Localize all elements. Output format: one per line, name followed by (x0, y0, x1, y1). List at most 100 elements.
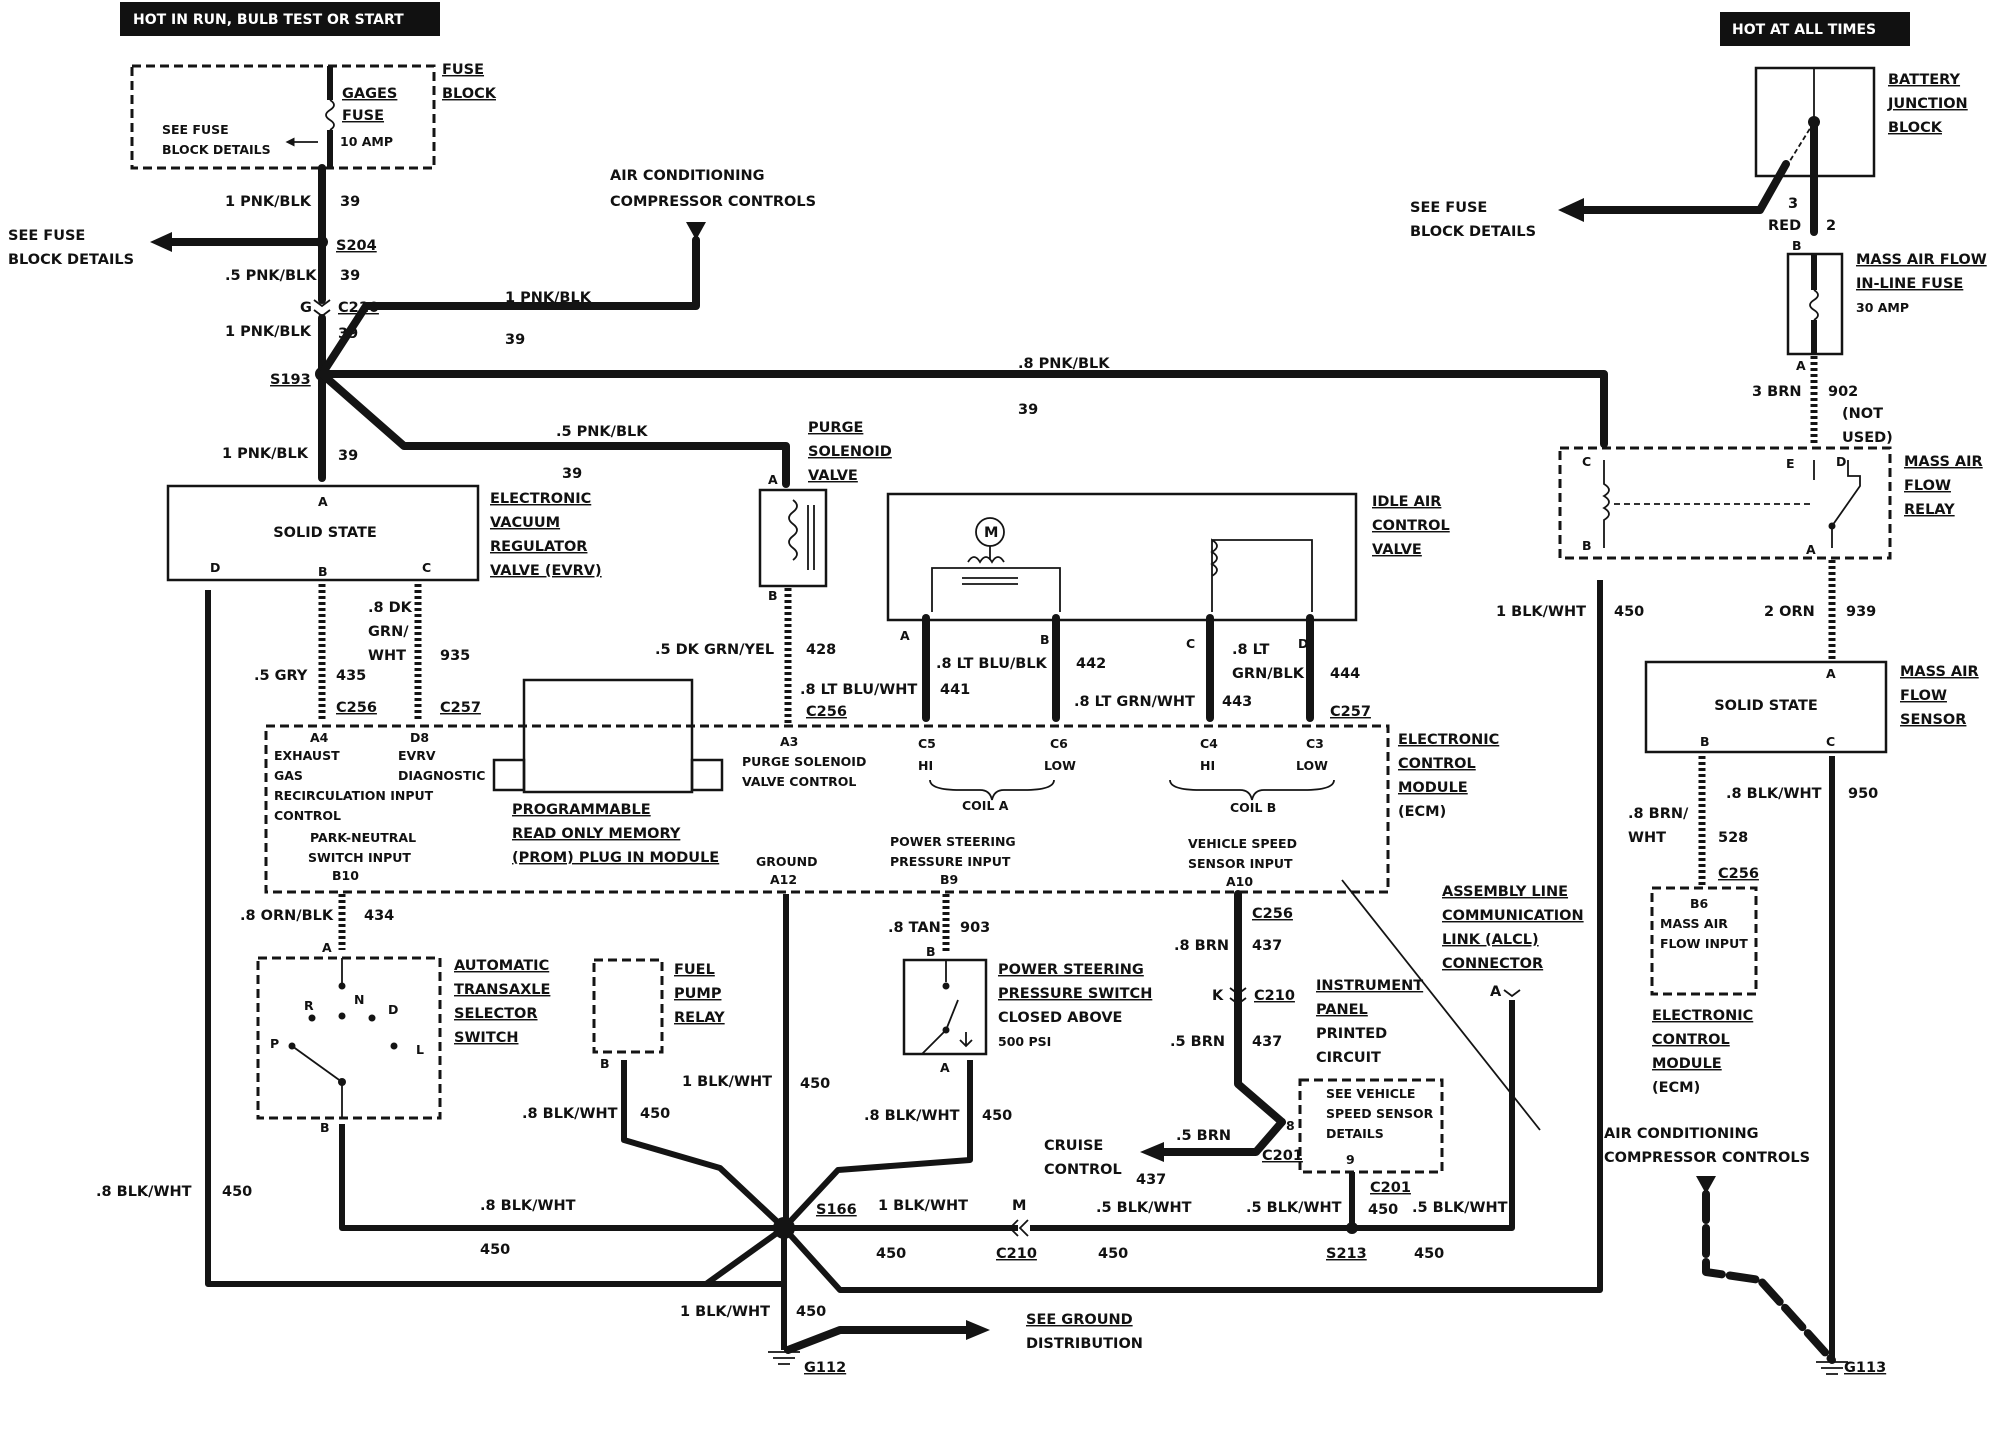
ecm-pin-b10: B10 (332, 868, 359, 883)
wire-4-label: 1 PNK/BLK (222, 446, 309, 462)
left-see-fuse-1: SEE FUSE (8, 228, 85, 244)
ecm-coil-a: COIL A (962, 798, 1009, 813)
ecm-pin-c6: C6 (1050, 736, 1068, 751)
ecm-pin-c3: C3 (1306, 736, 1324, 751)
fuel-title-1: FUEL (674, 962, 715, 978)
trans-pos-r: R (304, 998, 314, 1013)
purge-feed-wire: .5 PNK/BLK (556, 424, 648, 440)
mafs-wire-b-2: WHT (1628, 830, 1666, 846)
ground-g112: G112 (804, 1360, 846, 1376)
evrv-circuit-b: 435 (336, 668, 366, 684)
pin-g: G (300, 300, 312, 316)
gnd-bottom-wire: 1 BLK/WHT (680, 1304, 770, 1320)
fuse-name-1: GAGES (342, 86, 397, 102)
mafs-wire-c: .8 BLK/WHT (1726, 786, 1822, 802)
gnd-alcl-circuit: 450 (1414, 1246, 1444, 1262)
trans-title-1: AUTOMATIC (454, 958, 549, 974)
purge-title-2: SOLENOID (808, 444, 892, 460)
ps-pin-b: B (926, 944, 936, 959)
left-feed: SEE FUSE BLOCK DETAILS 1 PNK/BLK 39 S204… (8, 164, 379, 482)
ecm-title-1: ELECTRONIC (1398, 732, 1499, 748)
vss-wire-1: .8 BRN (1174, 938, 1229, 954)
see-ground-2: DISTRIBUTION (1026, 1336, 1143, 1352)
ecm-title-3: MODULE (1398, 780, 1468, 796)
wire-3-label: 1 PNK/BLK (225, 324, 312, 340)
splice-s193: S193 (270, 372, 311, 388)
gnd-bottom-circuit: 450 (796, 1304, 826, 1320)
splice-s166: S166 (816, 1202, 857, 1218)
vss-pin-k: K (1212, 988, 1224, 1004)
wire-2-label: .5 PNK/BLK (225, 268, 317, 284)
trans-title-2: TRANSAXLE (454, 982, 550, 998)
battery-wire-red: RED (1768, 218, 1801, 234)
alcl-title-1: ASSEMBLY LINE (1442, 884, 1568, 900)
ecm-coil-b: COIL B (1230, 800, 1276, 815)
relay-pin-d: D (1836, 454, 1846, 469)
ecm-evrv-diag-2: DIAGNOSTIC (398, 768, 485, 783)
mafs-circuit-b: 528 (1718, 830, 1748, 846)
vss-pin-8: 8 (1286, 1118, 1295, 1133)
fuse-see-1: SEE FUSE (162, 122, 229, 137)
relay-title-3: RELAY (1904, 502, 1955, 518)
circuit-1-label: 39 (340, 194, 360, 210)
ecm-pin-a4: A4 (310, 730, 329, 745)
iac-pin-a: A (900, 628, 910, 643)
evrv-valve: SOLID STATE A B C D ELECTRONIC VACUUM RE… (166, 484, 602, 720)
ecm-egr-3: RECIRCULATION INPUT (274, 788, 434, 803)
ecm-purge-ctrl-1: PURGE SOLENOID (742, 754, 866, 769)
ecmr-title-4: (ECM) (1652, 1080, 1700, 1096)
iac-pin-c: C (1186, 636, 1195, 651)
cruise-circuit: 437 (1136, 1172, 1166, 1188)
prom-2: READ ONLY MEMORY (512, 826, 681, 842)
fuse-block-title-2: BLOCK (442, 86, 497, 102)
cruise-2: CONTROL (1044, 1162, 1122, 1178)
mafs-pin-b: B (1700, 734, 1710, 749)
alcl-title-2: COMMUNICATION (1442, 908, 1584, 924)
iac-wire-b: .8 LT BLU/BLK (936, 656, 1048, 672)
ecm-purge-ctrl-2: VALVE CONTROL (742, 774, 856, 789)
ps-title-1: POWER STEERING (998, 962, 1144, 978)
mafs-wire-b-1: .8 BRN/ (1628, 806, 1689, 822)
alcl-title-3: LINK (ALCL) (1442, 932, 1539, 948)
trans-pos-n: N (354, 992, 364, 1007)
fuel-pin-b: B (600, 1056, 610, 1071)
vss-conn-c210: C210 (1254, 988, 1295, 1004)
fuel-pump-relay: B FUEL PUMP RELAY (592, 958, 725, 1071)
ecm-pin-a3: A3 (780, 734, 798, 749)
ecm-evrv-diag-1: EVRV (398, 748, 436, 763)
vss-see-1: SEE VEHICLE (1326, 1086, 1415, 1101)
relay-title-1: MASS AIR (1904, 454, 1983, 470)
ecmr-title-2: CONTROL (1652, 1032, 1730, 1048)
ipc-4: CIRCUIT (1316, 1050, 1381, 1066)
prom-3: (PROM) PLUG IN MODULE (512, 850, 719, 866)
vss-circuit-2: 437 (1252, 1034, 1282, 1050)
mafuse-not-used-1: (NOT (1842, 406, 1883, 422)
ecm-egr-4: CONTROL (274, 808, 341, 823)
trans-pos-l: L (416, 1042, 424, 1057)
battery-junction-block: BATTERY JUNCTION BLOCK SEE FUSE BLOCK DE… (1410, 66, 1968, 240)
purge-feed: .5 PNK/BLK 39 (318, 370, 790, 488)
ac-top-label-2: COMPRESSOR CONTROLS (610, 194, 816, 210)
gnd-c210-pin: M (1012, 1198, 1026, 1214)
vss-pin-9: 9 (1346, 1152, 1355, 1167)
circuit-4-label: 39 (338, 448, 358, 464)
splice-s213: S213 (1326, 1246, 1367, 1262)
ecm-pin-b9: B9 (940, 872, 958, 887)
ground-g113: G113 (1844, 1360, 1886, 1376)
mafs-pin-c: C (1826, 734, 1835, 749)
ecm-ps-input-1: POWER STEERING (890, 834, 1016, 849)
ecm-pin-d8: D8 (410, 730, 429, 745)
iac-pin-b: B (1040, 632, 1050, 647)
maf-relay: C B E D A MASS AIR FLOW RELAY 2 ORN 939 (1558, 446, 1983, 660)
ecm-pin-a10: A10 (1226, 874, 1253, 889)
ecm-ground: GROUND (756, 854, 818, 869)
gnd-c210-circuit: 450 (876, 1246, 906, 1262)
iac-circuit-a: 441 (940, 682, 970, 698)
iac-conn-c256: C256 (806, 704, 847, 720)
ecm-low-a: LOW (1044, 758, 1076, 773)
evrv-wire-b: .5 GRY (254, 668, 308, 684)
iac-motor: M (984, 525, 998, 541)
see-ground-1: SEE GROUND (1026, 1312, 1133, 1328)
alcl-pin-a: A (1490, 984, 1502, 1000)
evrv-pin-c: C (422, 560, 431, 575)
